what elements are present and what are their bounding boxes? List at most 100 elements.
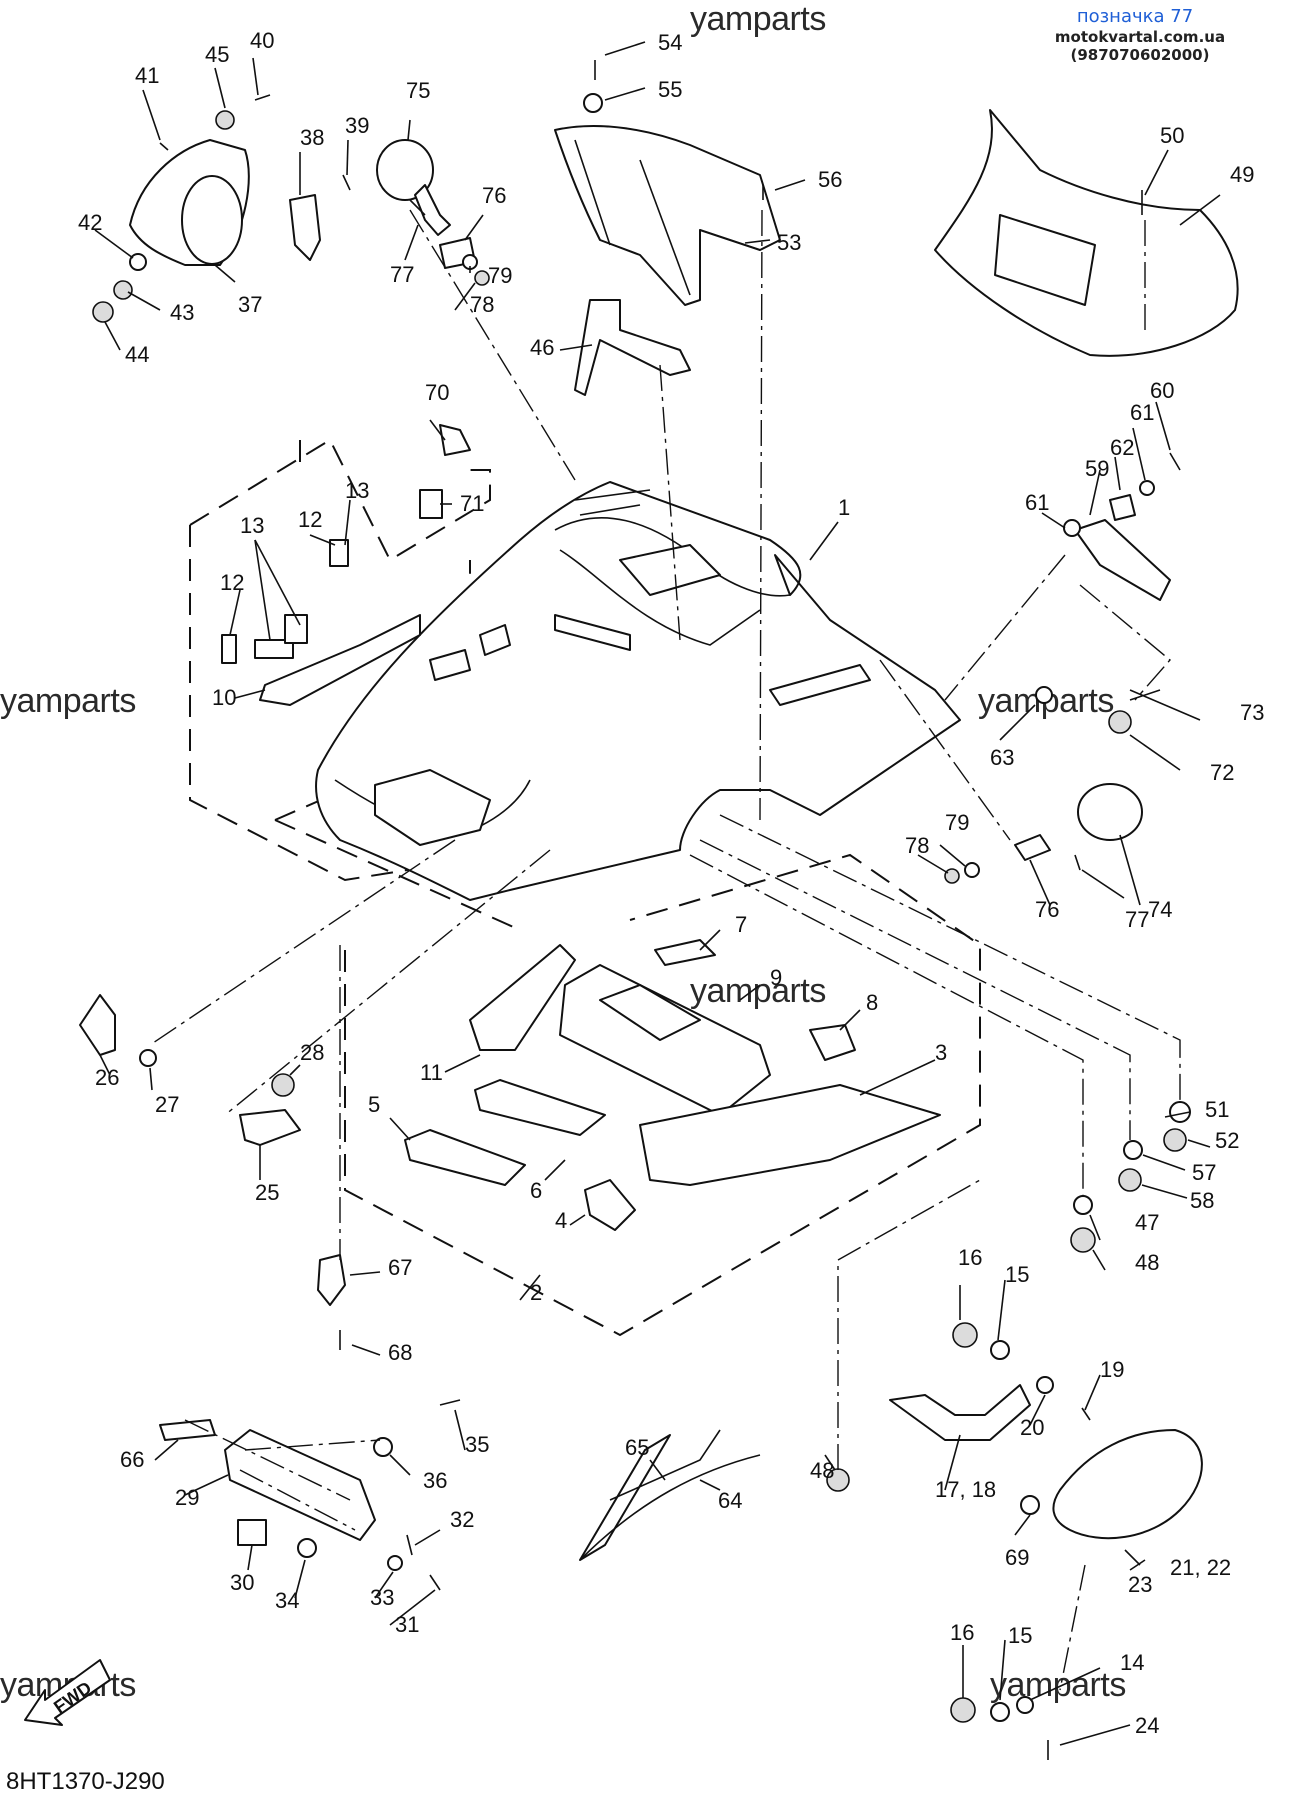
washer-33[interactable]: [387, 1555, 403, 1571]
callout-59: 59: [1085, 456, 1109, 481]
inner-panel-3[interactable]: [639, 1084, 941, 1186]
mirror-stem-75[interactable]: [414, 184, 451, 236]
pin-32[interactable]: [406, 1534, 413, 1556]
bracket-30[interactable]: [237, 1519, 267, 1546]
bracket-17-18[interactable]: [889, 1384, 1031, 1441]
screw-27-head[interactable]: [139, 1049, 157, 1067]
inner-panel-4[interactable]: [584, 1179, 636, 1231]
callout-17-18: 17, 18: [935, 1477, 996, 1502]
washer-15[interactable]: [990, 1702, 1010, 1722]
grommet-47[interactable]: [1073, 1195, 1093, 1215]
callout-27: 27: [155, 1092, 179, 1117]
ref-line: [1059, 1564, 1086, 1691]
callout-77: 77: [390, 262, 414, 287]
inner-panel-5[interactable]: [404, 1129, 526, 1186]
hood-shell[interactable]: [315, 481, 961, 901]
nut-72[interactable]: [1108, 710, 1132, 734]
screw-39[interactable]: [342, 174, 351, 191]
grommet-62[interactable]: [1109, 494, 1136, 521]
clip-67[interactable]: [317, 1254, 346, 1306]
mirror-bracket-59[interactable]: [1074, 519, 1171, 601]
washer-69[interactable]: [1020, 1495, 1040, 1515]
nut-78[interactable]: [474, 270, 490, 286]
headlight-cover-38[interactable]: [289, 194, 321, 261]
headlight-housing[interactable]: [129, 139, 250, 266]
decal-13[interactable]: [254, 639, 294, 659]
washer-61[interactable]: [1063, 519, 1081, 537]
callout-69: 69: [1005, 1545, 1029, 1570]
decal-12[interactable]: [329, 539, 349, 567]
inner-panel-7[interactable]: [654, 939, 716, 966]
washer-42[interactable]: [129, 253, 147, 271]
callout-1: 1: [838, 495, 850, 520]
decal-71[interactable]: [419, 489, 443, 519]
cable-64[interactable]: [579, 1429, 761, 1561]
nut-48[interactable]: [1070, 1227, 1096, 1253]
callout-61: 61: [1025, 490, 1049, 515]
bolt-60[interactable]: [1169, 452, 1181, 471]
headlight-21-22[interactable]: [1052, 1429, 1203, 1540]
callout-55: 55: [658, 77, 682, 102]
callout-73: 73: [1240, 700, 1264, 725]
screw-77[interactable]: [409, 199, 426, 216]
callout-64: 64: [718, 1488, 742, 1513]
nut-45[interactable]: [215, 110, 235, 130]
mirror-75[interactable]: [376, 139, 434, 201]
inner-panel-6[interactable]: [474, 1079, 606, 1136]
bolt-23[interactable]: [1124, 1549, 1141, 1566]
callout-14: 14: [1120, 1650, 1144, 1675]
nut-58[interactable]: [1118, 1168, 1142, 1192]
bolt-31[interactable]: [429, 1574, 441, 1591]
washer-79[interactable]: [964, 862, 980, 878]
grommet-57[interactable]: [1123, 1140, 1143, 1160]
nut-16[interactable]: [952, 1322, 978, 1348]
decal-13[interactable]: [284, 614, 308, 644]
nut-78[interactable]: [944, 868, 960, 884]
callout-66: 66: [120, 1447, 144, 1472]
washer-61[interactable]: [1139, 480, 1155, 496]
washer-36[interactable]: [373, 1437, 393, 1457]
washer-55[interactable]: [583, 93, 603, 113]
washer-14[interactable]: [1016, 1696, 1034, 1714]
nut-52[interactable]: [1163, 1128, 1187, 1152]
bolt-19[interactable]: [1081, 1407, 1091, 1421]
screw-35[interactable]: [439, 1399, 461, 1406]
bolt-73[interactable]: [1129, 689, 1161, 701]
bolt-40[interactable]: [254, 94, 271, 101]
washer-20[interactable]: [1036, 1376, 1054, 1394]
inner-panel-8[interactable]: [809, 1024, 856, 1061]
screw-77[interactable]: [1074, 854, 1081, 871]
rear-cowl[interactable]: [934, 109, 1239, 357]
mirror-base-76[interactable]: [1014, 834, 1051, 861]
header-tag[interactable]: позначка 77: [1076, 6, 1194, 27]
callout-74: 74: [1148, 897, 1172, 922]
washer-15[interactable]: [990, 1340, 1010, 1360]
ref-line: [239, 1469, 356, 1531]
callout-29: 29: [175, 1485, 199, 1510]
washer-63[interactable]: [1035, 686, 1053, 704]
decal-10[interactable]: [259, 614, 421, 706]
windshield[interactable]: [554, 125, 781, 306]
inner-panel-group-outline: [344, 853, 981, 1337]
callout-15: 15: [1008, 1623, 1032, 1648]
nut-43[interactable]: [113, 280, 133, 300]
callout-57: 57: [1192, 1160, 1216, 1185]
callout-48: 48: [1135, 1250, 1159, 1275]
nut-44[interactable]: [92, 301, 114, 323]
bracket-25[interactable]: [239, 1109, 301, 1146]
decal-12[interactable]: [221, 634, 237, 664]
callout-58: 58: [1190, 1188, 1214, 1213]
nut-28[interactable]: [271, 1073, 295, 1097]
bracket-46[interactable]: [574, 299, 691, 396]
spring-65[interactable]: [579, 1434, 671, 1561]
inner-panel-9[interactable]: [559, 964, 771, 1116]
washer-34[interactable]: [297, 1538, 317, 1558]
nut-16[interactable]: [950, 1697, 976, 1723]
mirror-74[interactable]: [1077, 783, 1143, 841]
bolt-41[interactable]: [159, 142, 169, 151]
callout-78: 78: [905, 833, 929, 858]
inner-panel-11[interactable]: [469, 944, 576, 1051]
decal-70[interactable]: [439, 424, 471, 456]
bracket-26[interactable]: [79, 994, 116, 1056]
callout-78: 78: [470, 292, 494, 317]
